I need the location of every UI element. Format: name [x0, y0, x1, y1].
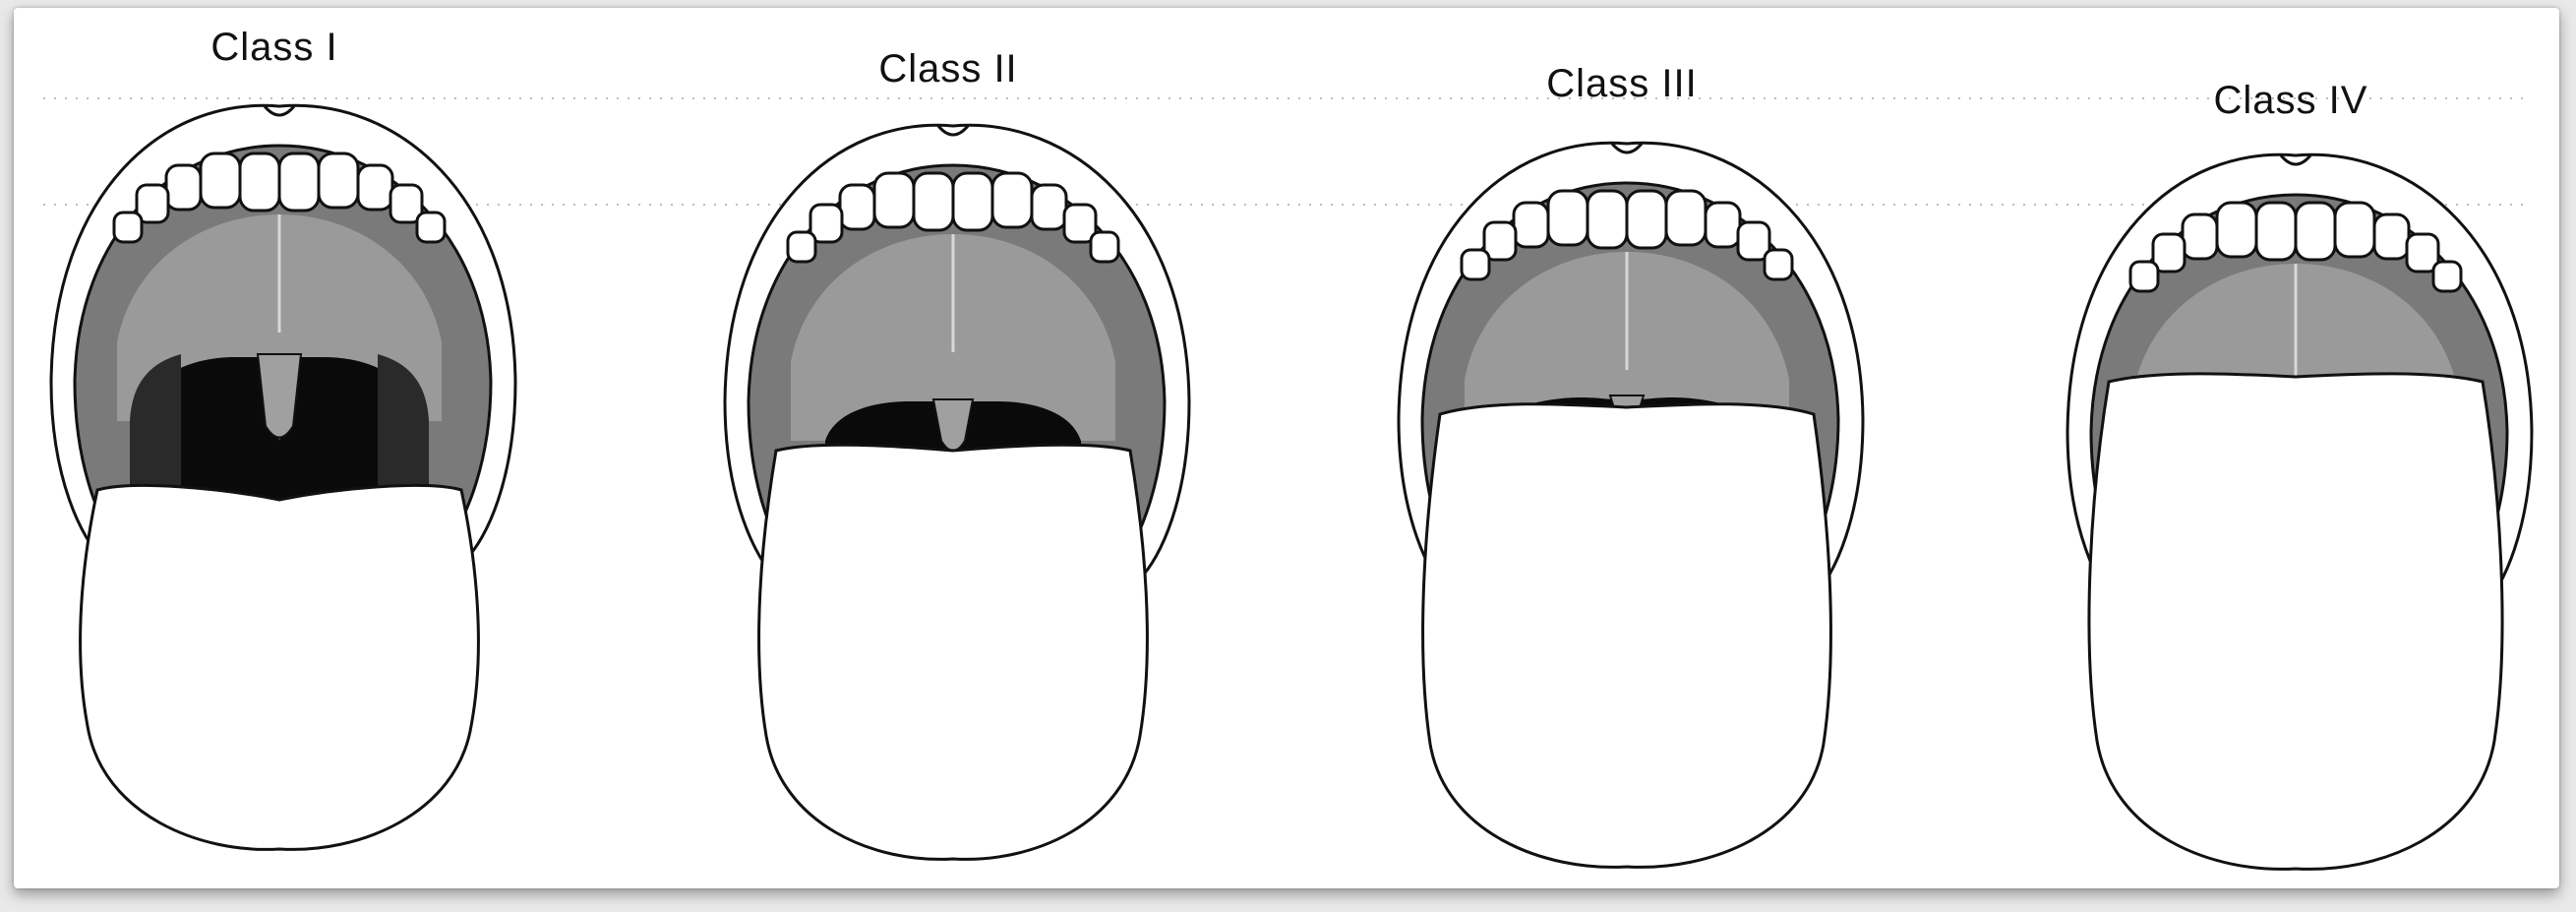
class-2-panel: Class II: [697, 8, 1248, 888]
class-3-panel: Class III: [1371, 8, 1922, 888]
class-3-mouth-drawing: [1371, 8, 1922, 888]
figure-card: Class I: [14, 8, 2559, 888]
tongue: [1423, 404, 1831, 868]
class-1-panel: Class I: [24, 8, 574, 888]
tongue: [81, 485, 479, 849]
tongue: [2089, 374, 2502, 870]
class-4-panel: Class IV: [2040, 8, 2576, 888]
class-4-mouth-drawing: [2040, 8, 2576, 888]
class-2-mouth-drawing: [697, 8, 1248, 888]
tongue: [759, 445, 1148, 859]
class-1-mouth-drawing: [24, 8, 574, 888]
